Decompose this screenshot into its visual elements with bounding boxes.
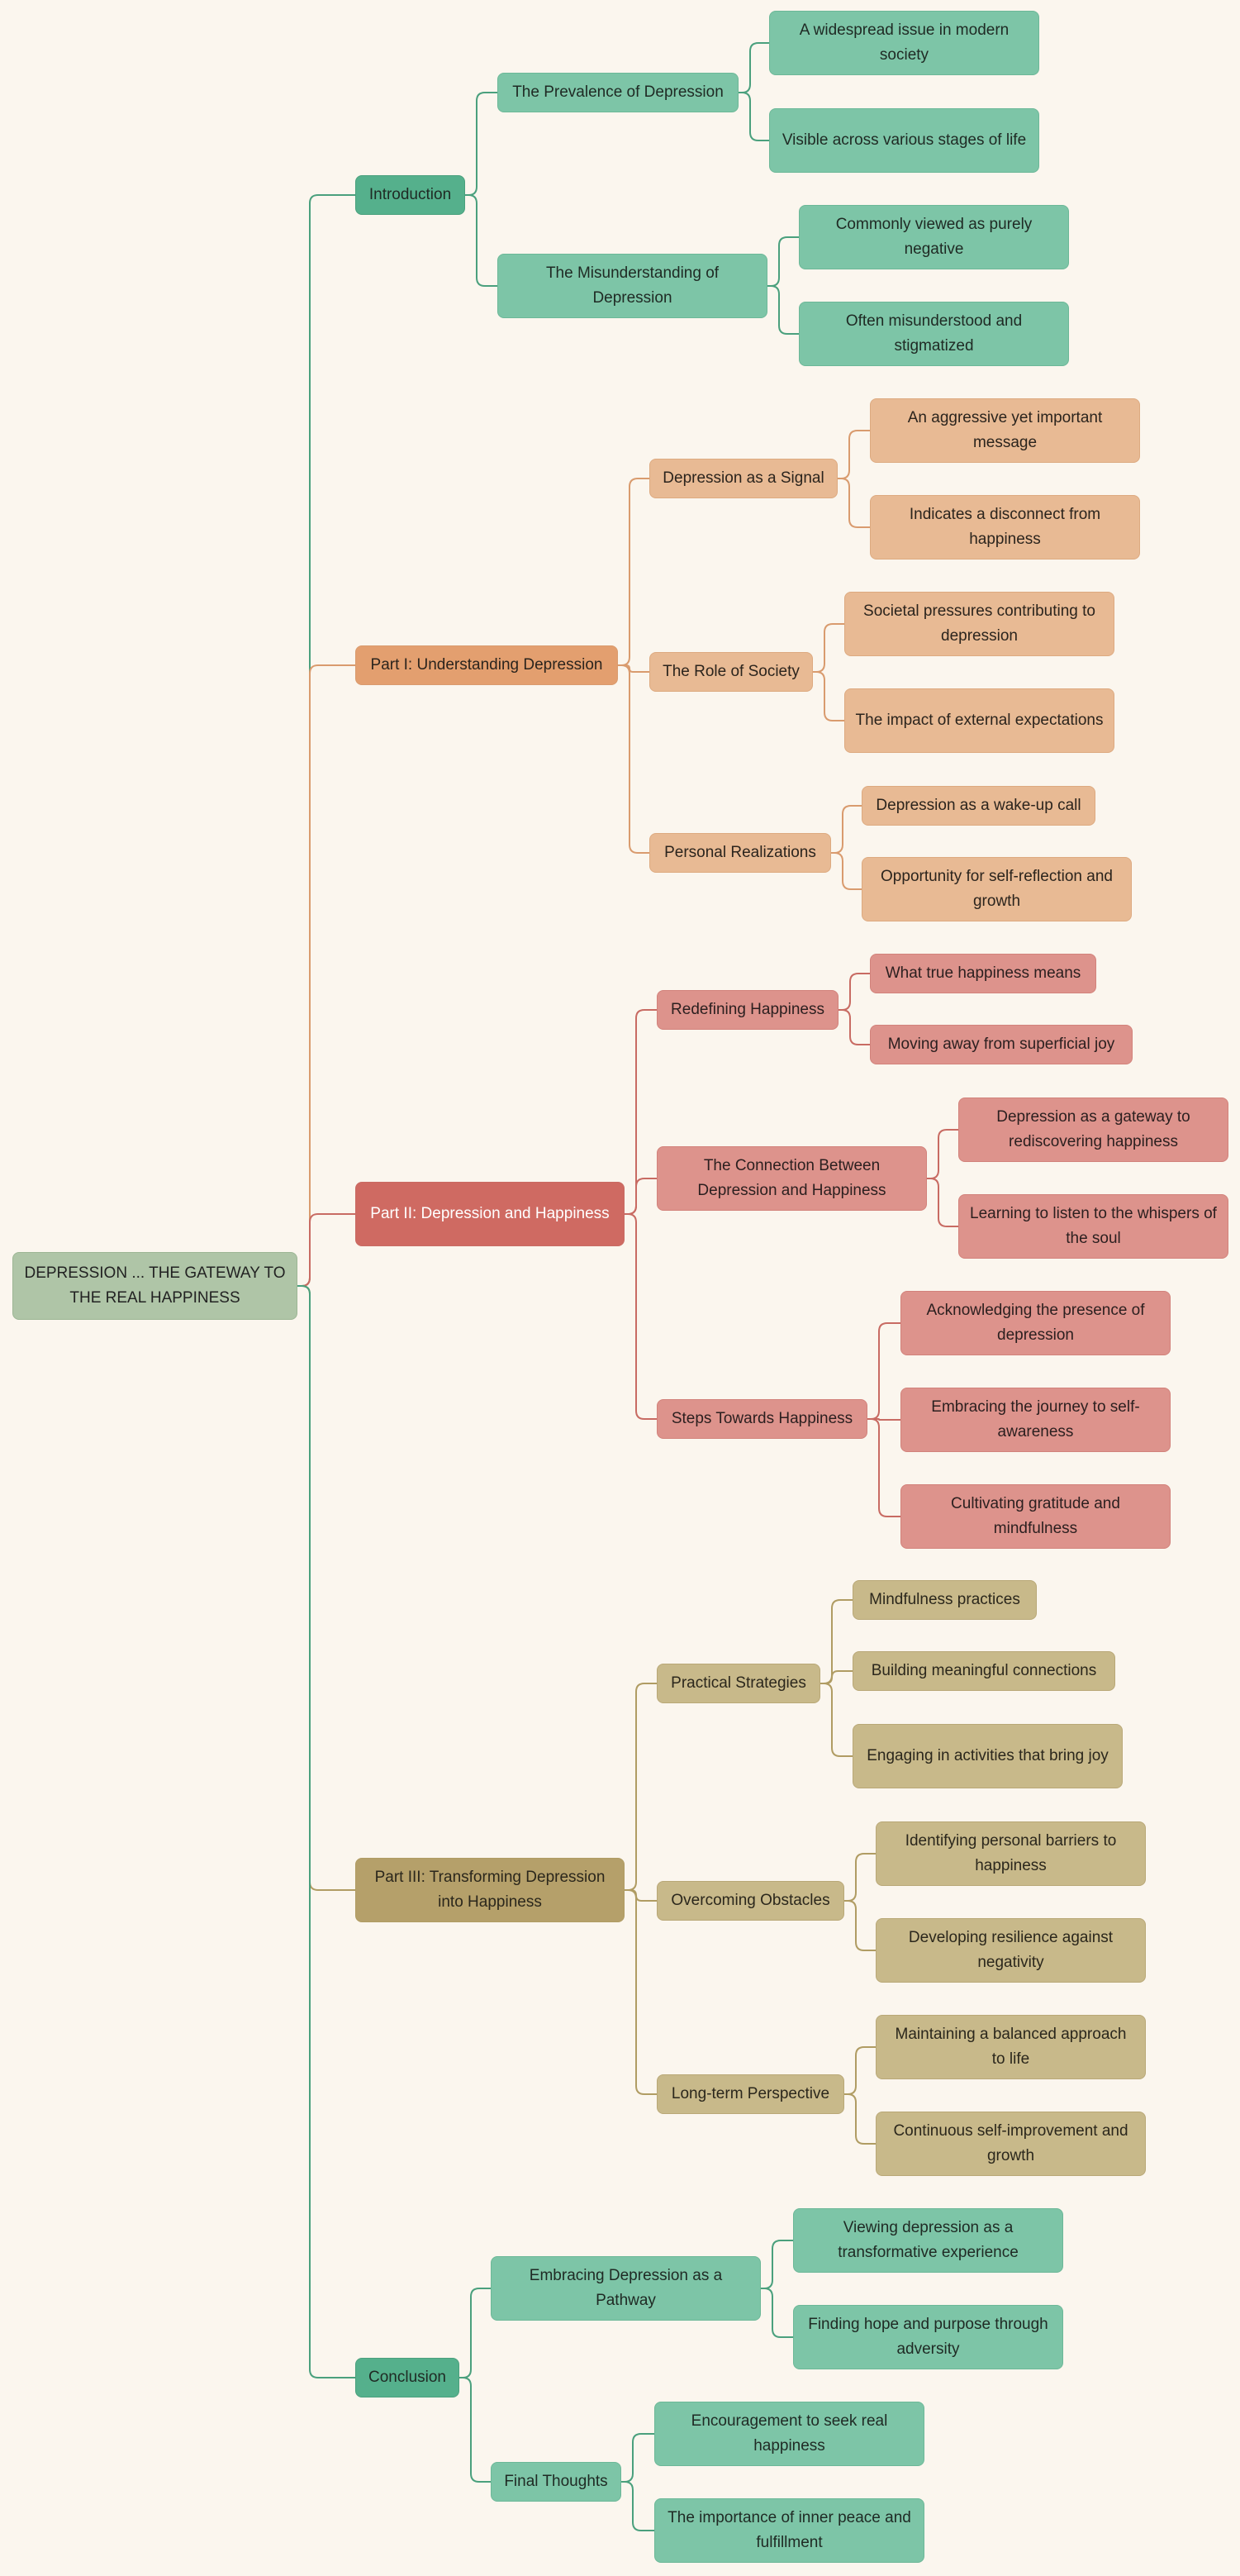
connector-line <box>761 2240 793 2289</box>
point-node[interactable]: Continuous self-improvement and growth <box>876 2112 1146 2176</box>
connector-line <box>297 1285 355 1891</box>
point-node[interactable]: The importance of inner peace and fulfil… <box>654 2498 924 2563</box>
section-part-ii-depression-and-happiness[interactable]: Part II: Depression and Happiness <box>355 1182 625 1246</box>
section-part-i-understanding-depression[interactable]: Part I: Understanding Depression <box>355 645 618 685</box>
connector-line <box>844 2093 876 2145</box>
connector-line <box>625 1009 657 1215</box>
point-node[interactable]: Societal pressures contributing to depre… <box>844 592 1114 656</box>
point-node[interactable]: Depression as a wake-up call <box>862 786 1095 826</box>
topic-overcoming-obstacles[interactable]: Overcoming Obstacles <box>657 1881 844 1921</box>
topic-practical-strategies[interactable]: Practical Strategies <box>657 1664 820 1703</box>
connector-line <box>844 2046 876 2095</box>
connector-line <box>625 1889 657 2095</box>
connector-line <box>839 1009 870 1045</box>
point-node[interactable]: Often misunderstood and stigmatized <box>799 302 1069 366</box>
connector-line <box>625 1213 657 1420</box>
point-node[interactable]: Embracing the journey to self-awareness <box>900 1388 1171 1452</box>
section-introduction[interactable]: Introduction <box>355 175 465 215</box>
connector-line <box>927 1178 958 1227</box>
connector-line <box>767 285 799 335</box>
connector-line <box>927 1129 958 1179</box>
point-node[interactable]: Depression as a gateway to rediscovering… <box>958 1098 1228 1162</box>
point-node[interactable]: Mindfulness practices <box>853 1580 1037 1620</box>
connector-line <box>625 1889 657 1902</box>
topic-depression-as-a-signal[interactable]: Depression as a Signal <box>649 459 838 498</box>
connector-line <box>739 42 769 93</box>
point-node[interactable]: Commonly viewed as purely negative <box>799 205 1069 269</box>
connector-line <box>867 1418 900 1421</box>
point-node[interactable]: Moving away from superficial joy <box>870 1025 1133 1064</box>
point-node[interactable]: A widespread issue in modern society <box>769 11 1039 75</box>
connector-line <box>867 1322 900 1420</box>
connector-line <box>297 1285 355 2378</box>
connector-line <box>813 623 844 673</box>
point-node[interactable]: Building meaningful connections <box>853 1651 1115 1691</box>
point-node[interactable]: The impact of external expectations <box>844 688 1114 753</box>
connector-line <box>618 478 649 666</box>
topic-final-thoughts[interactable]: Final Thoughts <box>491 2462 621 2502</box>
root-node[interactable]: DEPRESSION ... THE GATEWAY TO THE REAL H… <box>12 1252 297 1320</box>
connector-line <box>618 664 649 673</box>
point-node[interactable]: Identifying personal barriers to happine… <box>876 1821 1146 1886</box>
connector-line <box>838 478 870 528</box>
connector-line <box>459 2288 491 2378</box>
connector-line <box>618 664 649 854</box>
point-node[interactable]: Indicates a disconnect from happiness <box>870 495 1140 559</box>
section-conclusion[interactable]: Conclusion <box>355 2358 459 2397</box>
point-node[interactable]: Cultivating gratitude and mindfulness <box>900 1484 1171 1549</box>
point-node[interactable]: Encouragement to seek real happiness <box>654 2402 924 2466</box>
topic-embracing-depression-as-a-pathway[interactable]: Embracing Depression as a Pathway <box>491 2256 761 2321</box>
topic-role-of-society[interactable]: The Role of Society <box>649 652 813 692</box>
point-node[interactable]: Visible across various stages of life <box>769 108 1039 173</box>
connector-line <box>831 852 862 890</box>
connector-line <box>297 1213 355 1287</box>
connector-line <box>831 805 862 854</box>
topic-steps-towards-happiness[interactable]: Steps Towards Happiness <box>657 1399 867 1439</box>
connector-line <box>820 1670 853 1684</box>
connector-line <box>465 194 497 287</box>
connector-line <box>844 1900 876 1951</box>
point-node[interactable]: Opportunity for self-reflection and grow… <box>862 857 1132 921</box>
connector-line <box>813 671 844 721</box>
connector-line <box>761 2288 793 2338</box>
section-part-iii-transforming-depression[interactable]: Part III: Transforming Depression into H… <box>355 1858 625 1922</box>
point-node[interactable]: Finding hope and purpose through adversi… <box>793 2305 1063 2369</box>
connector-line <box>465 92 497 196</box>
connector-line <box>625 1178 657 1215</box>
connector-line <box>297 664 355 1287</box>
topic-redefining-happiness[interactable]: Redefining Happiness <box>657 990 839 1030</box>
point-node[interactable]: Maintaining a balanced approach to life <box>876 2015 1146 2079</box>
connector-line <box>625 1683 657 1891</box>
connector-line <box>459 2377 491 2483</box>
topic-personal-realizations[interactable]: Personal Realizations <box>649 833 831 873</box>
topic-misunderstanding-of-depression[interactable]: The Misunderstanding of Depression <box>497 254 767 318</box>
connector-line <box>767 236 799 287</box>
connector-line <box>820 1683 853 1757</box>
connector-line <box>621 2433 654 2483</box>
point-node[interactable]: Viewing depression as a transformative e… <box>793 2208 1063 2273</box>
connector-line <box>739 92 769 141</box>
connector-line <box>839 973 870 1011</box>
topic-long-term-perspective[interactable]: Long-term Perspective <box>657 2074 844 2114</box>
connector-line <box>844 1853 876 1902</box>
point-node[interactable]: Developing resilience against negativity <box>876 1918 1146 1983</box>
connector-line <box>621 2481 654 2531</box>
point-node[interactable]: Learning to listen to the whispers of th… <box>958 1194 1228 1259</box>
point-node[interactable]: What true happiness means <box>870 954 1096 993</box>
connector-line <box>867 1418 900 1517</box>
connector-line <box>838 430 870 479</box>
point-node[interactable]: An aggressive yet important message <box>870 398 1140 463</box>
topic-connection-between-depression-and-happiness[interactable]: The Connection Between Depression and Ha… <box>657 1146 927 1211</box>
point-node[interactable]: Acknowledging the presence of depression <box>900 1291 1171 1355</box>
topic-prevalence-of-depression[interactable]: The Prevalence of Depression <box>497 73 739 112</box>
point-node[interactable]: Engaging in activities that bring joy <box>853 1724 1123 1788</box>
connector-line <box>297 194 355 1287</box>
